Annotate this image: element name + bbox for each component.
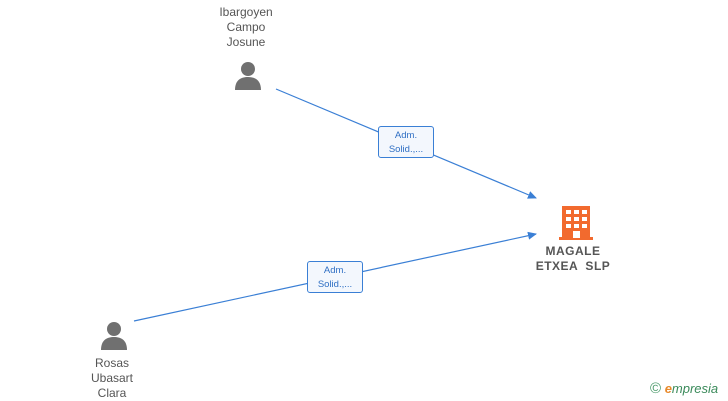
person-name-ibargoyen[interactable]: Ibargoyen Campo Josune: [219, 5, 273, 49]
person-icon[interactable]: [99, 320, 129, 350]
brand-text: mpresia: [671, 381, 719, 396]
person-name-rosas[interactable]: Rosas Ubasart Clara: [90, 356, 134, 400]
copyright-icon: ©: [650, 380, 662, 397]
company-name[interactable]: MAGALE ETXEA SLP: [535, 244, 611, 273]
person-icon[interactable]: [233, 60, 263, 90]
building-icon[interactable]: [559, 204, 593, 240]
relation-label-p2[interactable]: Adm. Solid.,...: [307, 261, 363, 293]
empresia-watermark: © empresia: [650, 380, 718, 397]
relation-label-p1[interactable]: Adm. Solid.,...: [378, 126, 434, 158]
brand-initial: e: [664, 381, 672, 396]
